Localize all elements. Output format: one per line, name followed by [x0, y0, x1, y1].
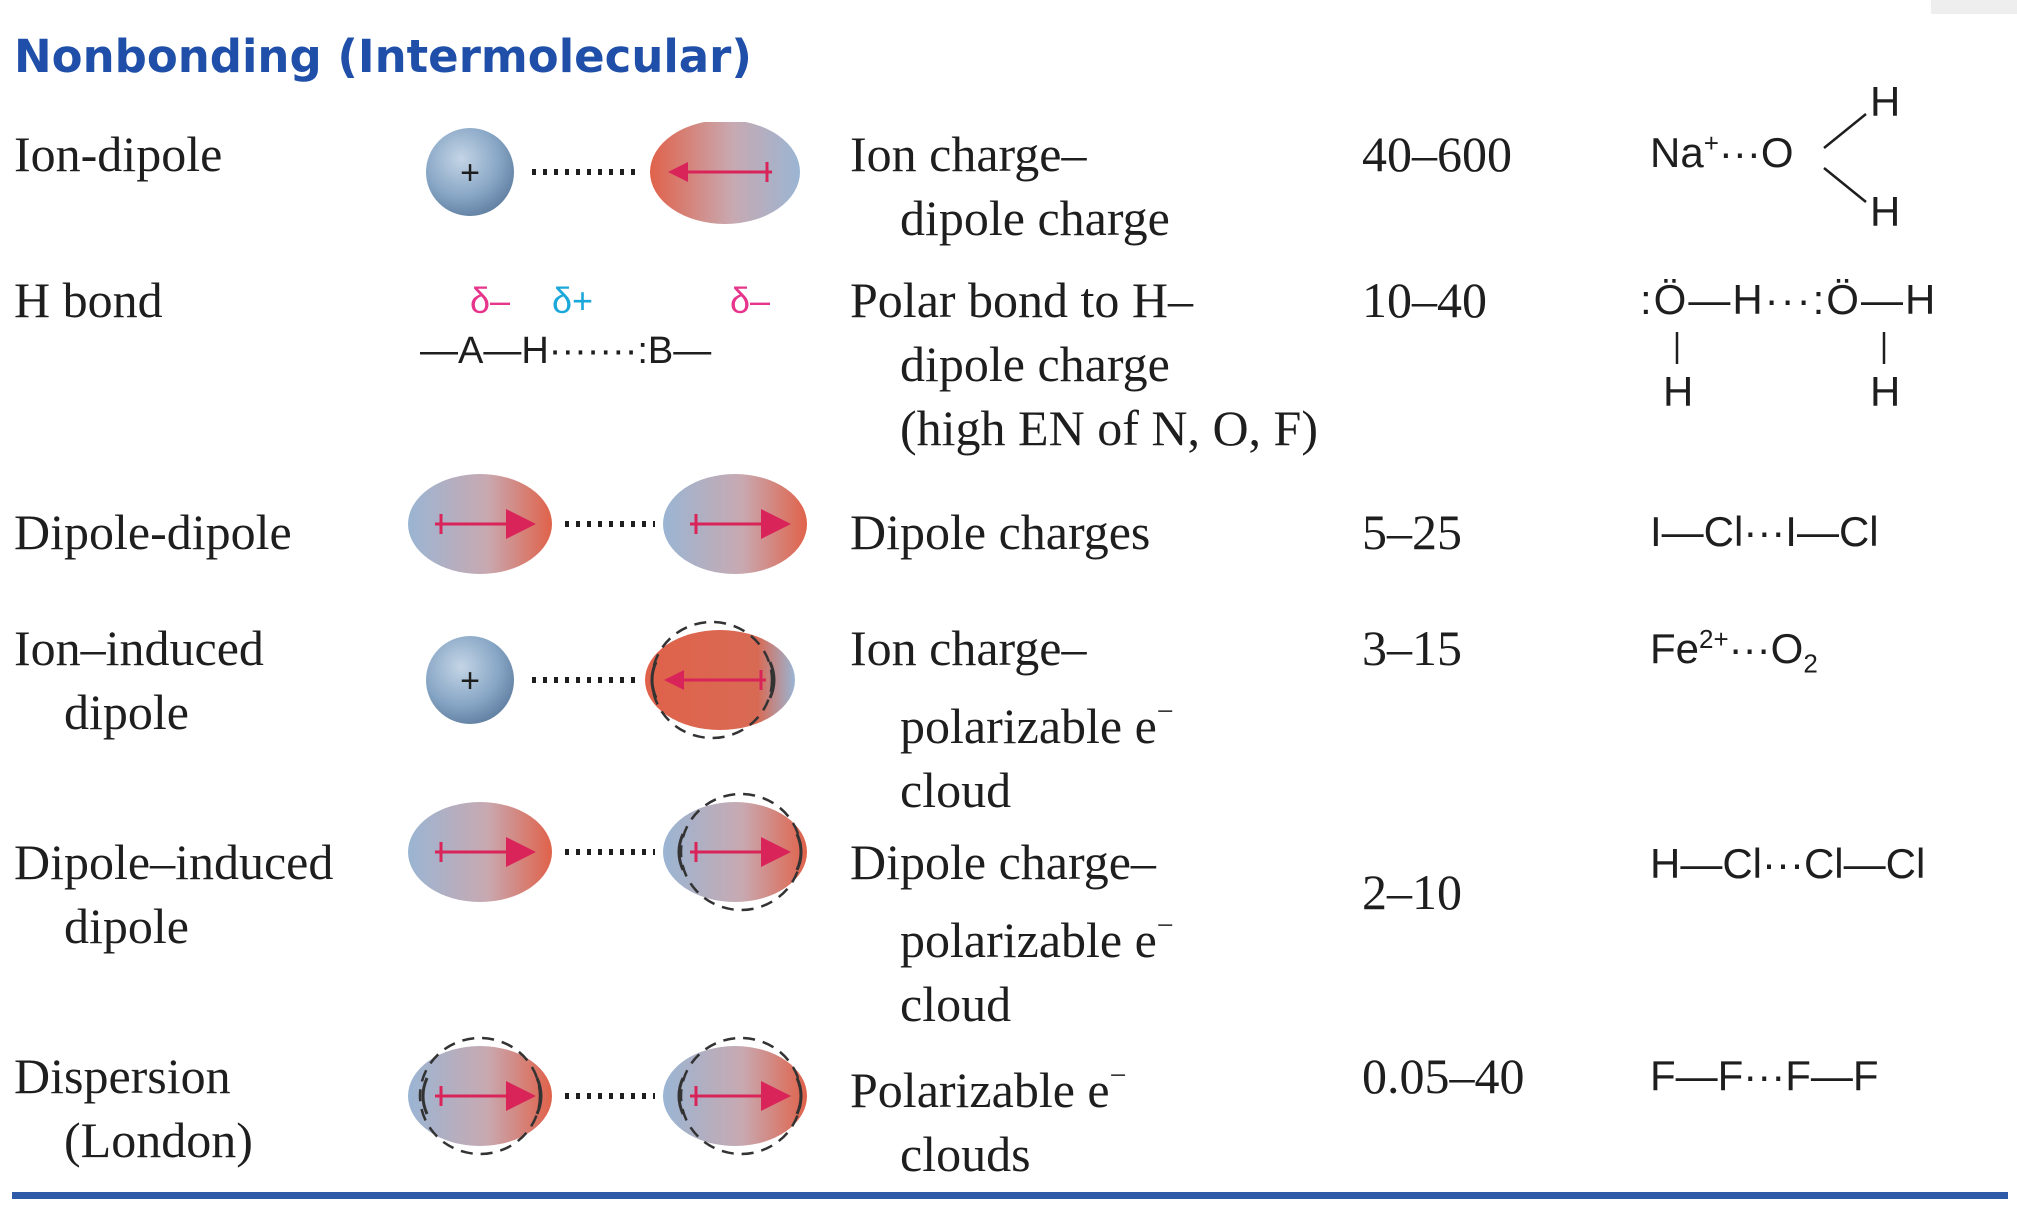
delta-plus-h: δ+: [552, 280, 594, 321]
cation-sphere: [426, 636, 514, 724]
water-h-below-2: H: [1870, 368, 1901, 415]
water-hbond-bonds: [1675, 332, 1886, 364]
dipole-dipole-diagram: [408, 474, 807, 574]
row-basis-dipole-induced-dipole: Dipole charge–polarizable e−cloud: [850, 834, 1174, 1032]
row-basis-dispersion: Polarizable e−clouds: [850, 1059, 1127, 1182]
row-energy-h-bond: 10–40: [1362, 272, 1487, 328]
row-energy-ion-dipole: 40–600: [1362, 126, 1512, 182]
example-f2: F—F···F—F: [1650, 1052, 1879, 1099]
water-h-below-1: H: [1663, 368, 1694, 415]
ion-dipole-diagram: +: [426, 122, 800, 224]
delta-minus-a: δ–: [470, 280, 511, 321]
row-name-h-bond: H bond: [14, 272, 163, 328]
row-energy-dispersion: 0.05–40: [1362, 1048, 1525, 1104]
water-h-bottom: H: [1870, 188, 1901, 235]
row-energy-ion-induced-dipole: 3–15: [1362, 620, 1462, 676]
row-energy-dipole-dipole: 5–25: [1362, 504, 1462, 560]
example-na-water: Na+···O: [1650, 128, 1794, 176]
ion-induced-dipole-diagram: +: [426, 620, 795, 740]
delta-minus-b: δ–: [730, 280, 771, 321]
row-name-ion-dipole: Ion-dipole: [14, 126, 223, 182]
example-fe-o2: Fe2+···O2: [1650, 624, 1818, 679]
example-icl: I—Cl···I—Cl: [1650, 508, 1879, 555]
corner-tab: [1931, 0, 2017, 14]
bottom-rule: [12, 1192, 2008, 1199]
cation-symbol: +: [460, 154, 480, 192]
row-name-dipole-dipole: Dipole-dipole: [14, 504, 292, 560]
row-energy-dipole-induced-dipole: 2–10: [1362, 864, 1462, 920]
example-hcl-cl2: H—Cl···Cl—Cl: [1650, 840, 1926, 887]
cation-sphere: [426, 128, 514, 216]
cation-symbol: +: [460, 662, 480, 700]
h-bond-scheme: —A—H·······:B—: [420, 330, 712, 372]
row-name-dispersion: Dispersion(London): [14, 1048, 253, 1168]
row-basis-ion-induced-dipole: Ion charge–polarizable e−cloud: [850, 620, 1174, 818]
example-water-hbond: :Ö—H···:Ö—H: [1640, 276, 1938, 323]
row-basis-ion-dipole: Ion charge–dipole charge: [850, 126, 1170, 246]
water-bonds: [1823, 113, 1867, 203]
dispersion-diagram: [408, 1036, 807, 1156]
row-basis-dipole-dipole: Dipole charges: [850, 504, 1151, 560]
row-basis-h-bond: Polar bond to H–dipole charge(high EN of…: [850, 272, 1319, 456]
section-title: Nonbonding (Intermolecular): [14, 30, 752, 83]
dipole-induced-dipole-diagram: [408, 792, 807, 912]
water-h-top: H: [1870, 78, 1901, 125]
